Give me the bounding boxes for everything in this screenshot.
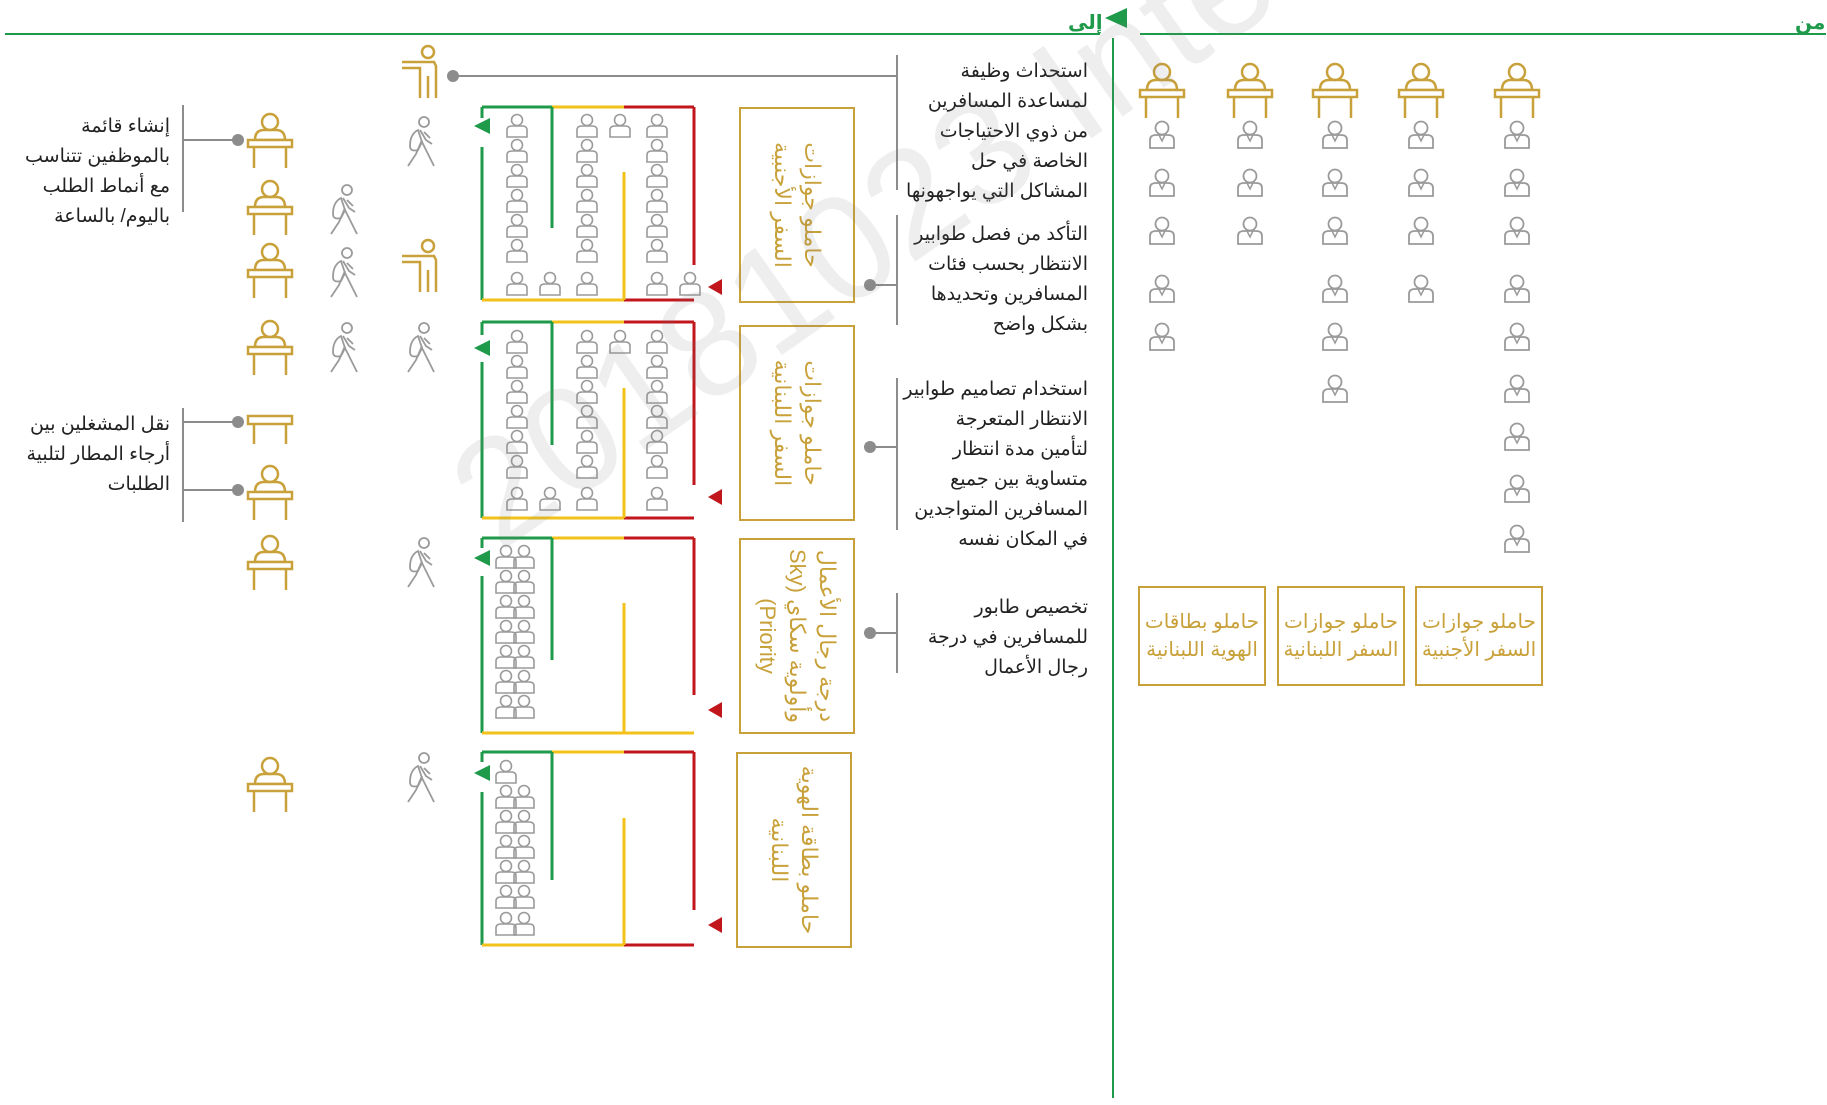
category-label: حاملو بطاقات الهوية اللبنانية <box>1144 611 1260 661</box>
serpentine-queue-business <box>474 536 722 735</box>
staffing-note: إنشاء قائمة بالموظفين تتناسب مع أنماط ال… <box>25 116 170 227</box>
category-label: حاملو جوازات السفر الأجنبية <box>1421 611 1537 661</box>
initiative-note: التأكد من فصل طوابير الانتظار بحسب فئات … <box>914 224 1088 335</box>
serpentine-queue-id <box>474 750 722 947</box>
category-box-foreign: حاملو جوازات السفر الأجنبية <box>1415 586 1543 686</box>
serpentine-queue-foreign <box>474 105 722 302</box>
arrow-icon <box>1105 8 1127 28</box>
queue-box-id: حاملو بطاقة الهوية اللبنانية <box>736 752 852 948</box>
queue-label: درجة رجال الأعمال وأولوية سكاي (Sky Prio… <box>755 548 840 724</box>
initiative-note: استحداث وظيفة لمساعدة المسافرين من ذوي ا… <box>906 61 1088 202</box>
staffing-note: نقل المشغلين بين أرجاء المطار لتلبية الط… <box>26 414 170 495</box>
category-box-lebanese: حاملو جوازات السفر اللبنانية <box>1277 586 1405 686</box>
queue-box-foreign: حاملو جوازات السفر الأجنبية <box>739 107 855 303</box>
queue-box-business: درجة رجال الأعمال وأولوية سكاي (Sky Prio… <box>739 538 855 734</box>
queue-label: حاملو جوازات السفر الأجنبية <box>770 142 825 268</box>
category-label: حاملو جوازات السفر اللبنانية <box>1283 611 1399 661</box>
to-header: إلى <box>1068 12 1103 34</box>
initiative-note: استخدام تصاميم طوابير الانتظار المتعرجة … <box>903 379 1088 550</box>
queue-box-lebanese: حاملو جوازات السفر اللبنانية <box>739 325 855 521</box>
initiative-note: تخصيص طابور للمسافرين في درجة رجال الأعم… <box>927 597 1088 678</box>
serpentine-queue-lebanese <box>474 320 722 520</box>
queue-label: حاملو بطاقة الهوية اللبنانية <box>767 765 822 935</box>
category-box-id: حاملو بطاقات الهوية اللبنانية <box>1138 586 1266 686</box>
queue-label: حاملو جوازات السفر اللبنانية <box>770 359 825 487</box>
from-header: من <box>1795 12 1826 34</box>
